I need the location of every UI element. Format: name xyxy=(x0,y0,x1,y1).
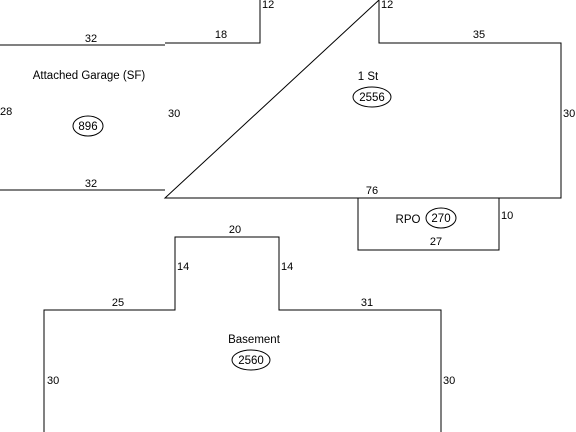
garage-outline xyxy=(0,44,165,191)
dim-basement-top-left: 25 xyxy=(112,297,124,309)
dim-first-bottom: 76 xyxy=(366,185,378,197)
garage-area: 896 xyxy=(78,121,97,133)
dim-rpo-right: 10 xyxy=(501,210,513,222)
first-floor-area-oval xyxy=(352,86,392,108)
basement-area-oval xyxy=(231,349,271,371)
first-floor-outline xyxy=(163,0,562,199)
rpo-area: 270 xyxy=(431,213,450,225)
dim-basement-bump-right: 14 xyxy=(281,261,293,273)
first-floor-area: 2556 xyxy=(359,92,385,104)
basement-label: Basement xyxy=(228,334,281,346)
garage-label: Attached Garage (SF) xyxy=(33,70,146,82)
dim-notch-right: 12 xyxy=(381,0,393,11)
dim-garage-top: 32 xyxy=(85,33,97,45)
rpo-outline xyxy=(357,198,500,251)
dim-first-right: 30 xyxy=(563,108,575,120)
dim-first-left: 30 xyxy=(168,108,180,120)
dim-garage-bottom: 32 xyxy=(85,178,97,190)
dim-first-top-right: 35 xyxy=(473,29,485,41)
basement-outline xyxy=(43,236,442,432)
dim-basement-right: 30 xyxy=(443,375,455,387)
dim-basement-bump-left: 14 xyxy=(177,261,189,273)
dim-basement-top-bump: 20 xyxy=(229,224,241,236)
first-floor-label: 1 St xyxy=(358,71,379,83)
rpo-label: RPO xyxy=(396,214,421,226)
dim-basement-left: 30 xyxy=(47,375,59,387)
rpo-area-oval xyxy=(425,207,457,229)
dim-first-top-left: 18 xyxy=(215,29,227,41)
dim-basement-top-right: 31 xyxy=(361,297,373,309)
dim-notch-left: 12 xyxy=(262,0,274,11)
dim-garage-left: 28 xyxy=(0,106,12,118)
dim-rpo-bottom: 27 xyxy=(430,236,442,248)
basement-area: 2560 xyxy=(238,355,264,367)
garage-area-oval xyxy=(72,115,104,137)
